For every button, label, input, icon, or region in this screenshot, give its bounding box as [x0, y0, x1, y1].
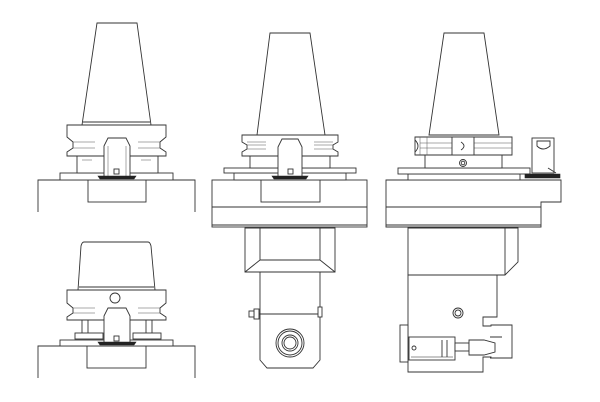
tool-holder-view-standard [37, 22, 196, 212]
angle-head-view-side [385, 32, 562, 373]
tool-holder-view-short [37, 241, 196, 378]
angle-head-view-front [211, 32, 368, 369]
